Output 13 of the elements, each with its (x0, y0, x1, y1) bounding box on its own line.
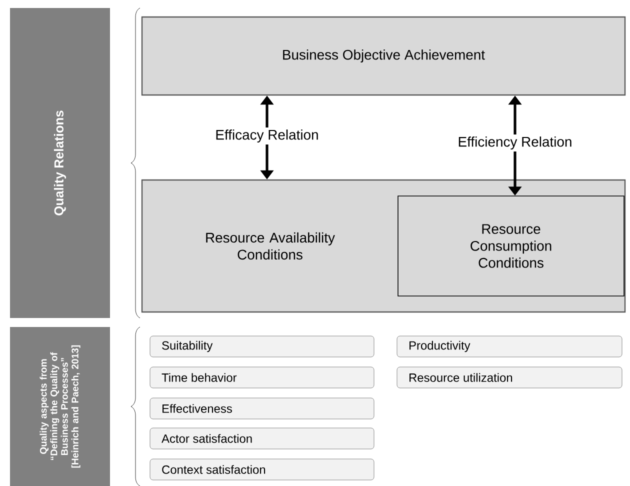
aspect-box: Resource utilization (396, 366, 622, 388)
objective-box: Business Objective Achievement (141, 16, 626, 96)
aspect-box: Suitability (150, 336, 374, 358)
aspect-box: Effectiveness (150, 398, 374, 420)
aspect-box: Actor satisfaction (150, 428, 374, 450)
aspect-box: Productivity (396, 336, 622, 358)
edge-label: Efficiency Relation (456, 134, 574, 152)
side-label: Quality aspects from “Defining the Quality of Business Processes” [Heinrich and Paech, 2013] (10, 327, 110, 486)
consumption-box: Resource Consumption Conditions (398, 196, 624, 296)
aspect-box: Context satisfaction (150, 458, 374, 480)
edge-label: Efficacy Relation (213, 128, 321, 144)
side-label: Quality Relations (10, 8, 110, 318)
aspect-box: Time behavior (150, 366, 374, 388)
